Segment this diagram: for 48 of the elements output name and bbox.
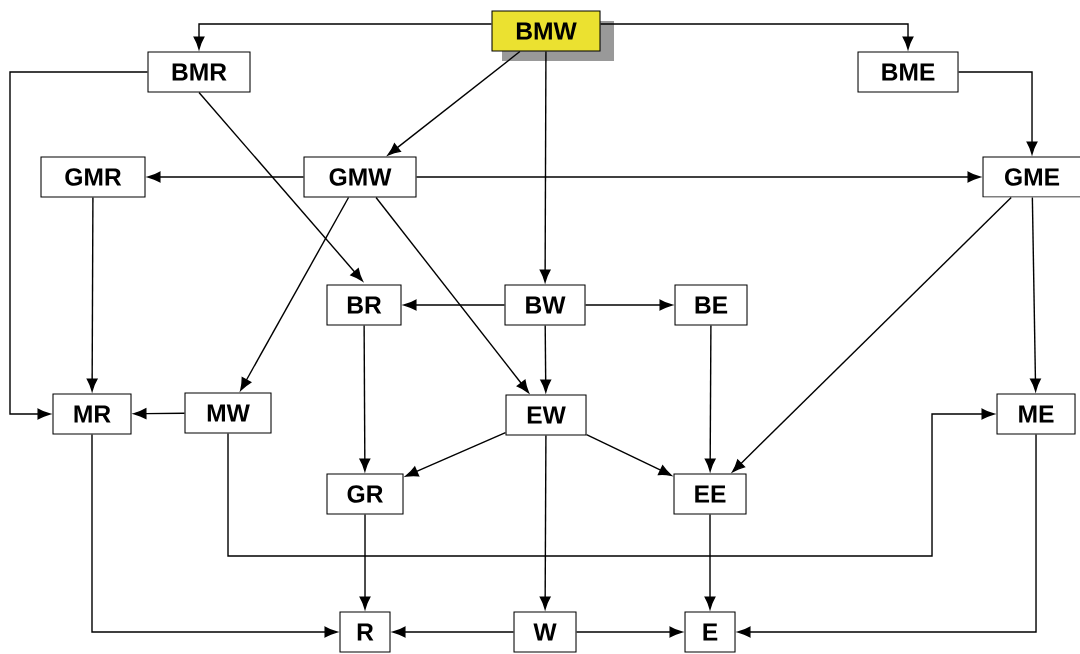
arrow — [227, 408, 995, 557]
arrow — [704, 513, 716, 610]
arrow — [193, 23, 493, 50]
node-box: GME — [982, 156, 1080, 198]
node-box: R — [339, 611, 391, 653]
node-box: BME — [857, 51, 959, 93]
node-box: BMR — [147, 51, 251, 93]
arrow — [387, 50, 521, 156]
node-box: GR — [326, 473, 404, 515]
arrow — [599, 23, 914, 50]
arrow — [585, 433, 672, 476]
arrow — [575, 626, 683, 638]
node-box: MW — [184, 392, 272, 434]
node-box: EW — [505, 394, 587, 436]
node-box: GMW — [303, 156, 417, 198]
node-box: EE — [673, 473, 747, 515]
arrow — [539, 434, 551, 610]
arrow — [1030, 196, 1041, 392]
node-box: ME — [996, 393, 1076, 435]
arrow — [737, 433, 1037, 638]
node-box: BR — [326, 284, 402, 326]
node-box: W — [513, 611, 577, 653]
arrow — [539, 50, 551, 283]
arrow — [540, 324, 552, 393]
arrow — [415, 171, 981, 183]
arrow — [240, 196, 350, 391]
node-box: MR — [52, 393, 132, 435]
node-box: BW — [504, 284, 586, 326]
arrow — [375, 196, 530, 394]
arrow — [9, 71, 149, 420]
arrow — [704, 324, 716, 472]
arrow — [86, 196, 98, 392]
node-box: E — [684, 611, 736, 653]
node-box: BE — [674, 284, 748, 326]
arrow — [91, 433, 338, 638]
arrow — [359, 324, 371, 472]
arrow — [392, 626, 515, 638]
arrow — [732, 196, 1012, 473]
arrow — [359, 513, 371, 610]
node-box: BMW — [491, 10, 614, 61]
node-box: GMR — [40, 156, 146, 198]
arrow — [957, 71, 1038, 155]
arrow — [133, 408, 186, 420]
arrow — [584, 299, 673, 311]
arrow — [147, 171, 305, 183]
arrow — [405, 432, 507, 477]
arrow — [403, 299, 506, 311]
arrow — [198, 91, 363, 282]
